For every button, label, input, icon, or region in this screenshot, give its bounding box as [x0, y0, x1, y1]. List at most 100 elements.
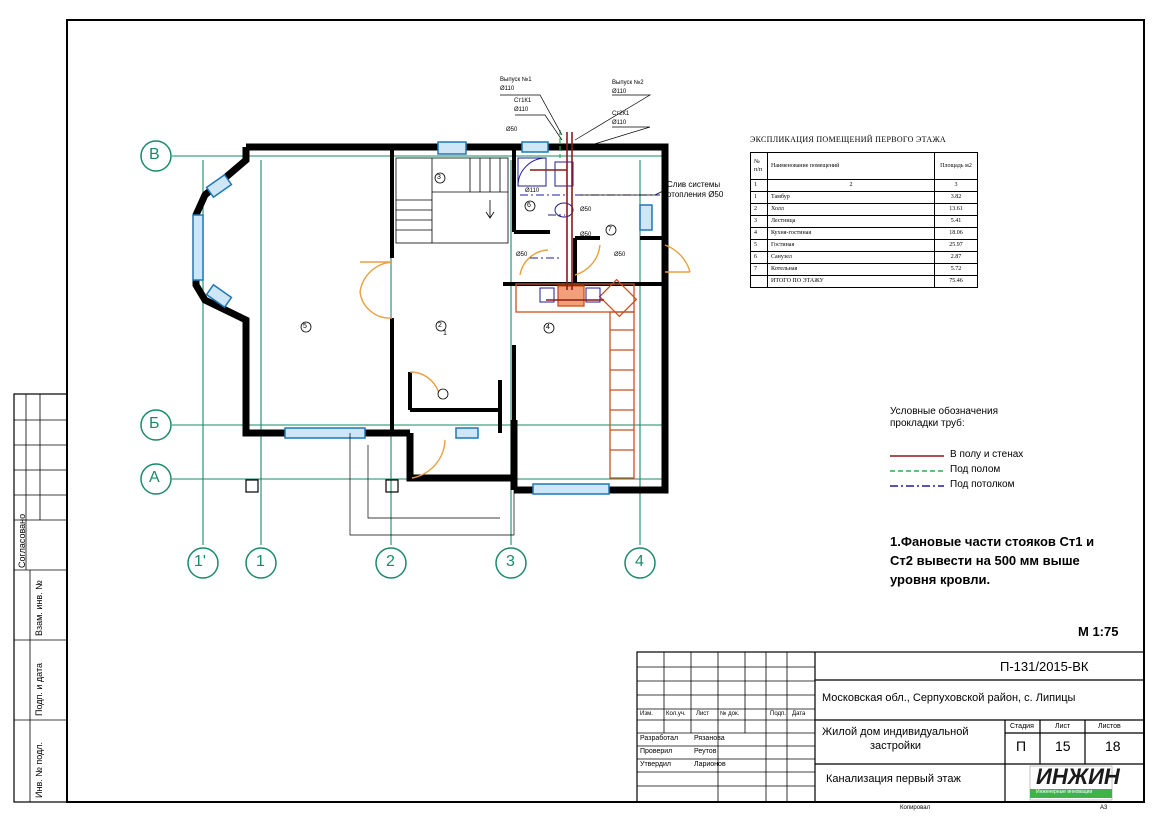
room-number: 2 — [438, 322, 442, 329]
legend-title: Условные обозначения — [890, 406, 999, 417]
sheets-header: Листов — [1098, 723, 1121, 730]
explication-table: № п/п Наименование помещений Площадь м2 … — [750, 152, 978, 288]
legend-item: Под полом — [950, 464, 1001, 475]
logo-text: ИНЖИН — [1036, 764, 1120, 789]
label-d50: Ø50 — [506, 127, 518, 133]
exp-cell: Гостиная — [767, 239, 935, 252]
pipes-floor — [530, 132, 604, 301]
exp-index: 2 — [767, 179, 935, 192]
exp-cell: Санузел — [767, 251, 935, 264]
exp-cell: 25.97 — [934, 239, 978, 252]
exp-cell: 5.41 — [934, 215, 978, 228]
project-code: П-131/2015-ВК — [1000, 659, 1089, 674]
room-number: 7 — [608, 226, 612, 233]
note-line: Ст2 вывести на 500 мм выше — [890, 553, 1080, 568]
exp-total: 75.46 — [934, 275, 978, 288]
label-d50: Ø50 — [516, 252, 528, 258]
exp-index: 3 — [934, 179, 978, 192]
label-d50: Ø50 — [580, 232, 592, 238]
exp-cell: Лестница — [767, 215, 935, 228]
note-line: уровня кровли. — [890, 572, 991, 587]
axis-label-2: 2 — [386, 553, 395, 570]
stamp-role: Утвердил — [640, 761, 671, 768]
label-st1k1: Ст1К1 — [514, 98, 532, 104]
stamp-name: Ларионов — [694, 761, 726, 768]
exp-cell: Котельная — [767, 263, 935, 276]
label-st1k1-d: Ø110 — [514, 107, 529, 113]
room-number-circles — [300, 172, 617, 400]
stamp-role: Разработал — [640, 735, 679, 742]
explication-title: ЭКСПЛИКАЦИЯ ПОМЕЩЕНИЙ ПЕРВОГО ЭТАЖА — [750, 135, 947, 144]
exp-cell: 2 — [750, 203, 768, 216]
stamp-col-header: Лист — [696, 711, 710, 717]
exp-cell: 13.61 — [934, 203, 978, 216]
stage-value: П — [1016, 738, 1027, 754]
room-number: 4 — [546, 324, 550, 331]
label-d110: Ø110 — [525, 188, 540, 194]
label-vypusk2: Выпуск №2 — [612, 80, 644, 86]
legend-item: В полу и стенах — [950, 449, 1024, 460]
columns — [245, 479, 399, 493]
room-number: 6 — [527, 202, 531, 209]
project-location: Московская обл., Серпуховской район, с. … — [822, 692, 1076, 704]
axis-label-1prime: 1' — [194, 553, 206, 570]
room-number: 1 — [443, 330, 447, 337]
side-podp: Подп. и дата — [34, 662, 44, 716]
label-d50: Ø50 — [614, 252, 626, 258]
exp-cell: 1 — [750, 191, 768, 204]
exp-cell: 7 — [750, 263, 768, 276]
axis-label-1: 1 — [256, 553, 265, 570]
legend-subtitle: прокладки труб: — [890, 418, 965, 429]
legend-item: Под потолком — [950, 479, 1015, 490]
stamp-name: Рязанова — [694, 735, 725, 742]
exp-cell: 5.72 — [934, 263, 978, 276]
axis-label-3: 3 — [506, 553, 515, 570]
kitchen-counter — [515, 278, 638, 479]
sheet-value: 15 — [1055, 738, 1071, 754]
side-inv: Инв. № подл. — [34, 741, 44, 798]
axis-label-4: 4 — [635, 553, 644, 570]
scale-label: М 1:75 — [1078, 624, 1119, 639]
leaders — [500, 94, 666, 196]
label-st2k1-d: Ø110 — [612, 120, 627, 126]
label-vypusk2-d: Ø110 — [612, 89, 627, 95]
note-line: 1.Фановые части стояков Ст1 и — [890, 534, 1095, 549]
staircase — [395, 157, 509, 244]
exp-cell: Кухня-гостиная — [767, 227, 935, 240]
exp-cell: Тамбур — [767, 191, 935, 204]
bathroom-fixtures — [517, 157, 601, 303]
axis-bubbles — [140, 140, 656, 579]
exp-index: 1 — [750, 179, 768, 192]
room-number: 5 — [303, 323, 307, 330]
stamp-col-header: № док. — [720, 711, 740, 717]
label-vypusk1: Выпуск №1 — [500, 77, 532, 83]
title-block-grid — [637, 652, 815, 802]
exp-cell: Холл — [767, 203, 935, 216]
axis-label-a: А — [149, 469, 160, 486]
exp-header-name: Наименование помещений — [767, 152, 935, 180]
stamp-name: Реутов — [694, 748, 717, 755]
axis-label-b: Б — [149, 415, 160, 432]
label-heating-drain: Слив системы — [667, 180, 721, 189]
outer-walls — [192, 143, 669, 494]
exp-total: ИТОГО ПО ЭТАЖУ — [767, 275, 935, 288]
logo-subtext: Инженерные инновации — [1036, 789, 1093, 795]
stamp-col-header: Кол.уч. — [666, 711, 686, 717]
room-number: 3 — [437, 174, 441, 181]
title-block-frame — [636, 651, 1145, 803]
stamp-col-header: Подп. — [770, 711, 786, 717]
stage-header: Стадия — [1010, 723, 1034, 730]
exp-cell: 18.06 — [934, 227, 978, 240]
exp-cell: 5 — [750, 239, 768, 252]
windows — [192, 141, 653, 495]
side-vzam: Взам. инв. № — [34, 580, 44, 636]
exp-cell: 3 — [750, 215, 768, 228]
label-d50: Ø50 — [580, 207, 592, 213]
format-label: A3 — [1100, 805, 1108, 811]
exp-cell: 2.87 — [934, 251, 978, 264]
exp-cell: 3.82 — [934, 191, 978, 204]
stamp-col-header: Изм. — [640, 711, 653, 717]
side-agreed: Согласовано — [17, 513, 27, 568]
exp-cell: 4 — [750, 227, 768, 240]
